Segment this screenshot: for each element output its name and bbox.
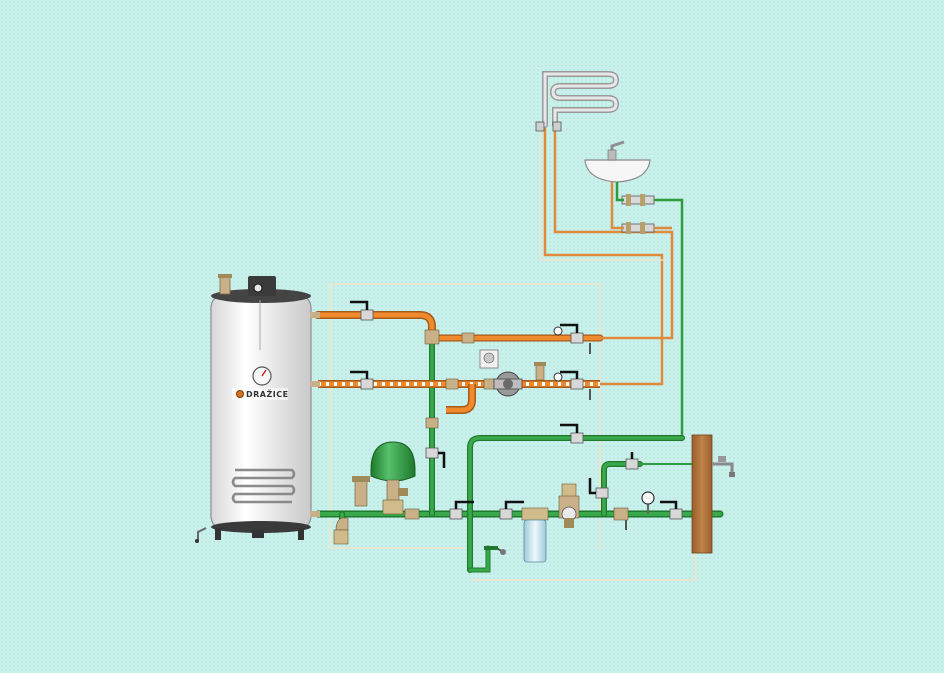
brand-logo-icon xyxy=(236,390,244,398)
tank-side-fittings xyxy=(195,312,320,543)
pipe-unions xyxy=(404,329,495,520)
wall-section xyxy=(691,434,713,554)
check-valve-icon xyxy=(613,507,629,521)
circulation-pump-icon xyxy=(493,371,523,397)
air-vent-icon xyxy=(534,362,546,381)
pressure-reducer-icon xyxy=(558,483,580,528)
washbasin-icon xyxy=(584,140,651,183)
water-filter-icon xyxy=(521,507,549,563)
riser-drain-icon xyxy=(484,546,506,555)
guide-lines xyxy=(329,283,696,581)
pump-timer-icon xyxy=(479,349,499,369)
ball-valves xyxy=(350,300,683,520)
outdoor-tap-icon xyxy=(712,456,735,477)
basin-supply-lines xyxy=(610,182,684,438)
boiler-brand-label: DRAŽICE xyxy=(246,390,289,399)
expansion-vessel-icon xyxy=(370,441,416,515)
heater-thermometer-icon xyxy=(252,366,272,386)
heat-exchanger-coil xyxy=(231,468,296,504)
brand-plate xyxy=(232,388,288,400)
pipe-thermometer-icons xyxy=(553,326,563,382)
safety-valve-icon xyxy=(333,476,370,545)
hot-water-manifold xyxy=(621,194,655,234)
radiator-valve-left xyxy=(535,121,562,132)
towel-radiator-icon xyxy=(542,71,620,128)
hot-riser-lines xyxy=(540,128,674,385)
water-heater-tank xyxy=(210,274,312,540)
pressure-gauge-icon xyxy=(641,491,655,514)
